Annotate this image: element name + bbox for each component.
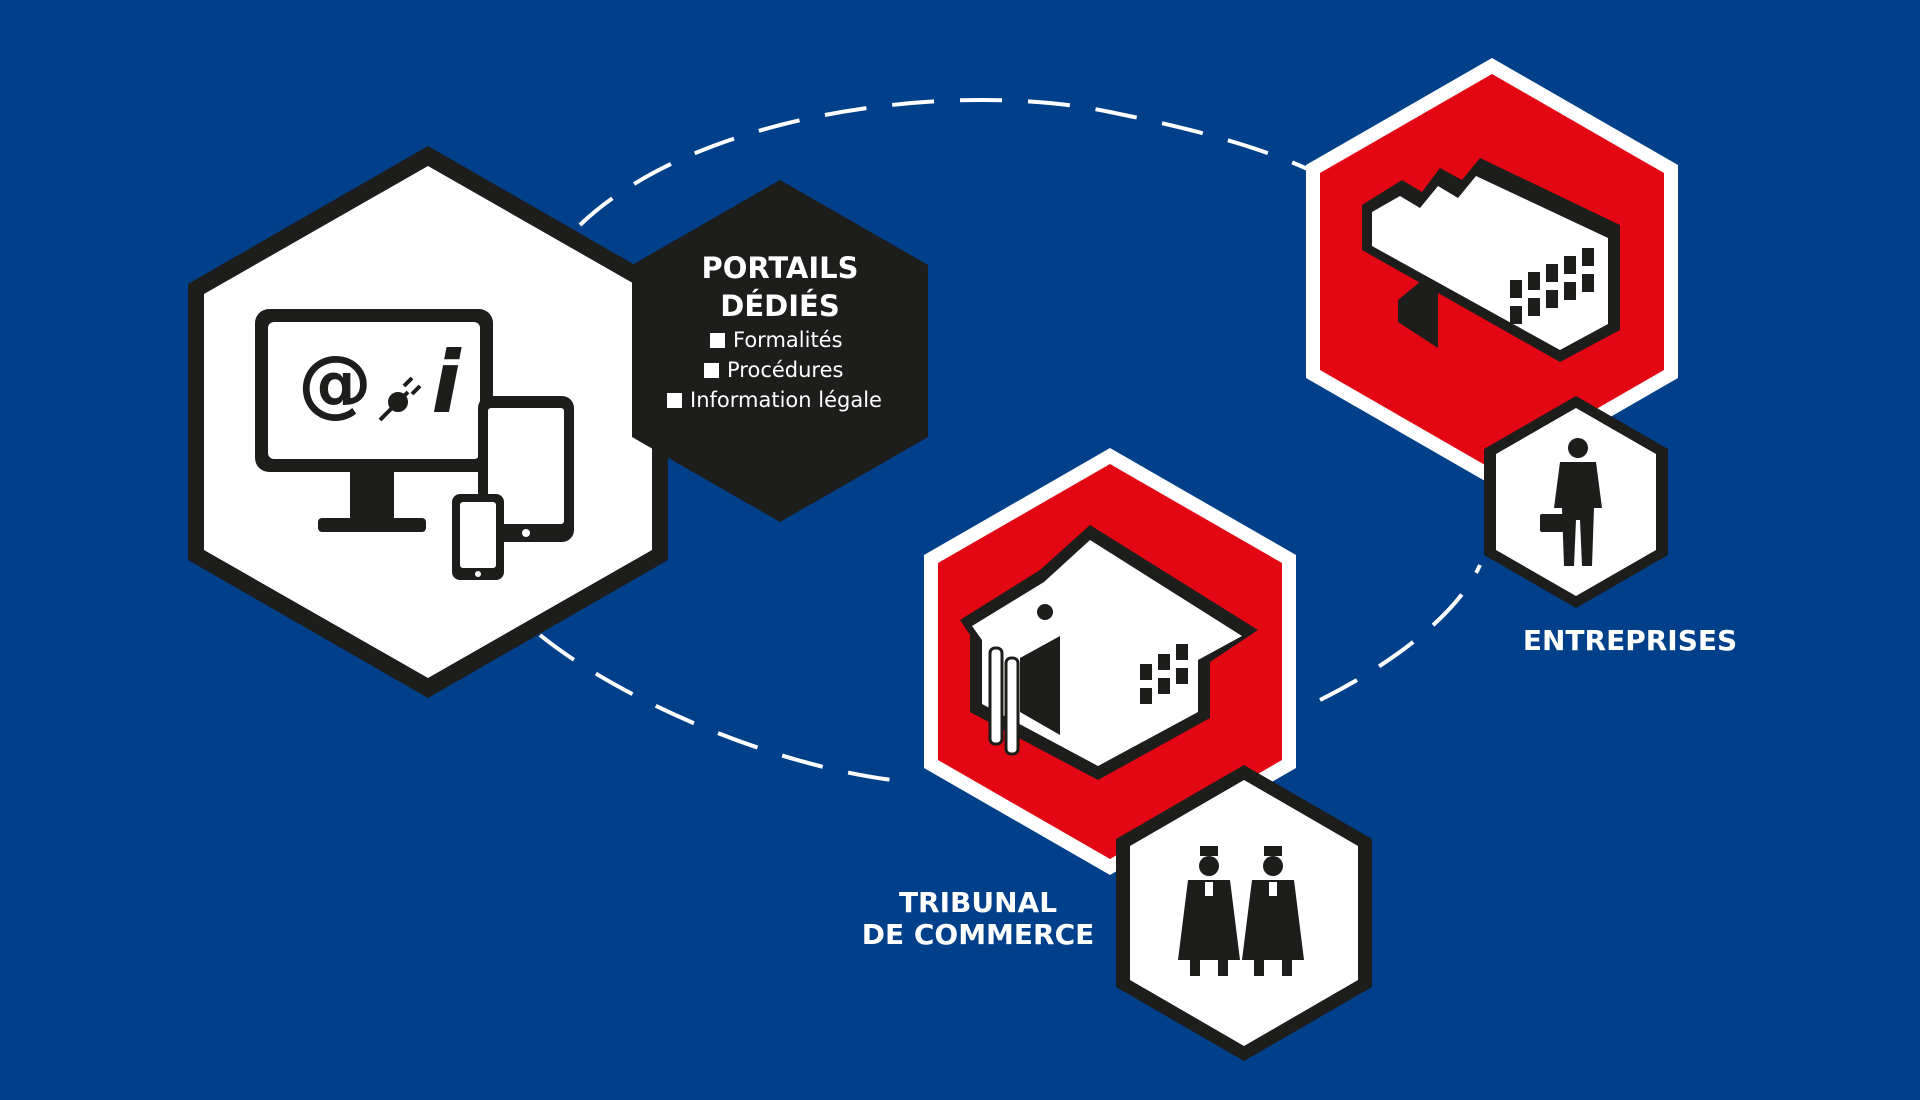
svg-text:@: @ [298,340,372,426]
entreprises-label: ENTREPRISES [1523,624,1737,657]
portals-info-hexagon: PORTAILS DÉDIÉS Formalités Procédures In… [632,180,928,522]
tribunal-label-line2: DE COMMERCE [862,918,1095,951]
plug-icon [378,376,422,422]
dashed-arc-bottom-left [538,633,911,784]
portals-title-line2: DÉDIÉS [720,289,839,323]
at-sign-icon: @ [298,340,372,426]
portals-title-line1: PORTAILS [701,251,858,285]
tribunal-label-line1: TRIBUNAL [899,886,1057,919]
smartphone-icon [452,494,504,580]
judges-icon [1178,846,1304,976]
monitor-icon [255,309,493,532]
portals-item-formalites: Formalités [733,328,843,352]
dashed-connection-loop [538,97,1482,784]
dashed-arc-top [578,97,1321,227]
businessman-icon [1540,438,1602,566]
bullet-square [667,393,682,408]
courthouse-icon [960,525,1258,780]
factory-icon [1362,158,1620,362]
judges-hexagon [1116,765,1372,1061]
bullet-square [704,363,719,378]
dashed-arc-bottom-right [1319,564,1482,702]
bullet-square [710,333,725,348]
svg-text:i: i [431,333,462,433]
portals-item-procedures: Procédures [727,358,843,382]
info-icon: i [431,333,462,433]
portals-item-information-legale: Information légale [690,388,882,412]
